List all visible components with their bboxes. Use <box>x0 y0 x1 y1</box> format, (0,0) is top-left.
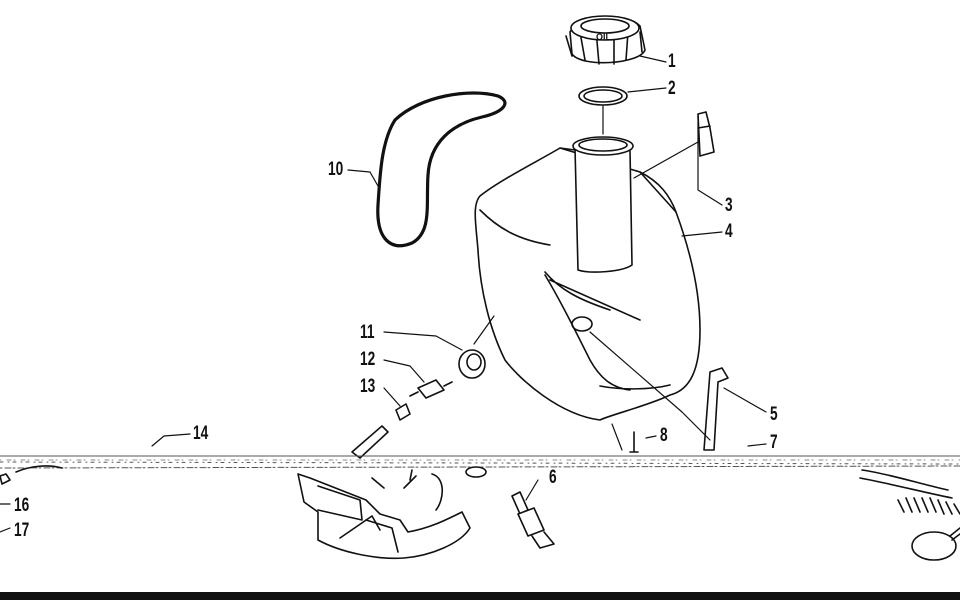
callout-11: 11 <box>360 322 375 343</box>
strap-part-5 <box>703 367 729 451</box>
bracket-assembly <box>297 469 471 560</box>
callout-2: 2 <box>668 78 676 99</box>
callout-5: 5 <box>770 404 778 425</box>
tag-part-3 <box>697 111 715 157</box>
callout-6: 6 <box>549 467 557 488</box>
callout-7: 7 <box>770 432 778 453</box>
o-ring-part-2 <box>578 86 628 106</box>
petcock-part-6 <box>465 466 555 549</box>
callout-16: 16 <box>14 495 30 516</box>
fuel-hose <box>351 425 389 459</box>
fitting-part-13 <box>395 403 411 421</box>
right-hose-and-clamp <box>859 469 960 561</box>
bottom-border-bar <box>0 592 960 600</box>
cap-marking: OIL <box>596 32 612 42</box>
pin-part-8 <box>629 431 639 453</box>
callout-13: 13 <box>360 376 376 397</box>
fuel-tank-part-4 <box>474 136 701 421</box>
callout-8: 8 <box>660 425 668 446</box>
filler-cap-part-1: OIL <box>565 15 646 65</box>
fuel-valve-part-12 <box>409 379 453 399</box>
hose-pieces-16-17 <box>0 465 63 485</box>
gasket-part-10 <box>376 91 507 248</box>
callout-3: 3 <box>725 195 733 216</box>
callout-1: 1 <box>668 51 676 72</box>
callout-14: 14 <box>193 423 209 444</box>
callout-4: 4 <box>725 221 733 242</box>
callout-10: 10 <box>328 159 344 180</box>
callout-17: 17 <box>14 520 30 541</box>
scan-noise-band <box>0 455 960 469</box>
grommet-part-11 <box>458 349 486 379</box>
leader-lines <box>0 55 767 533</box>
callout-12: 12 <box>360 349 376 370</box>
